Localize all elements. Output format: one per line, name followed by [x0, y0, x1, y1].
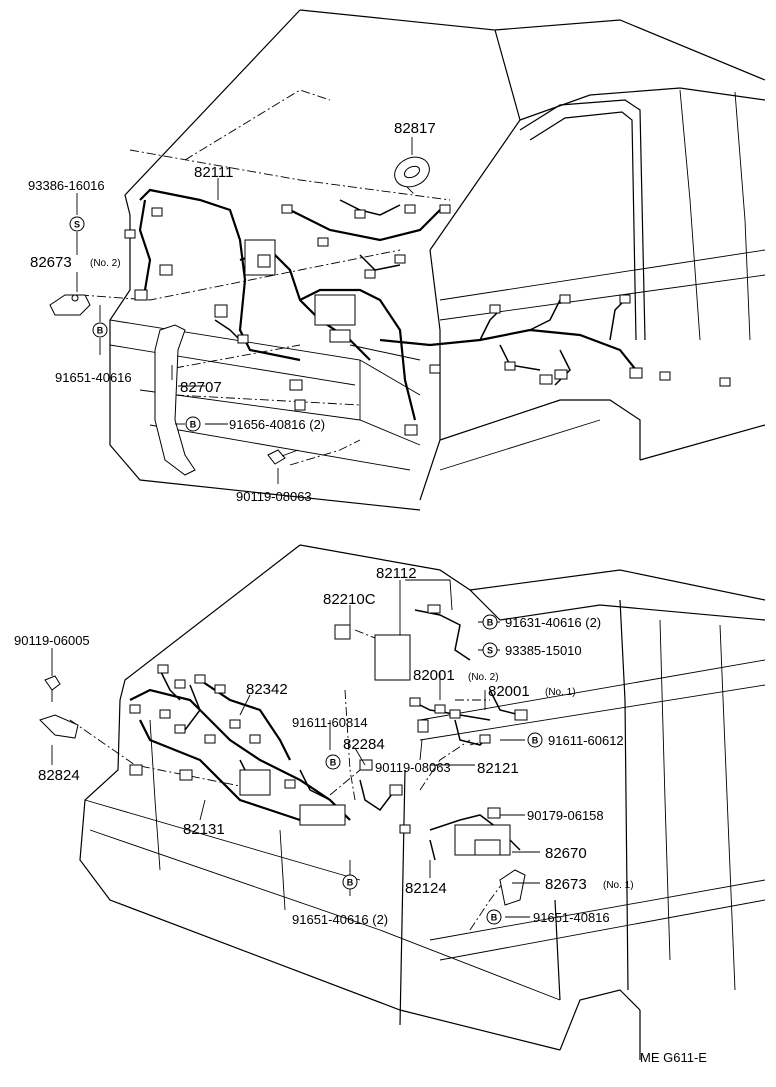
label-82342: 82342	[246, 681, 288, 698]
badge-b-bottom-3: B	[325, 754, 341, 770]
label-90119-08063-bottom: 90119-08063	[375, 760, 451, 775]
svg-text:S: S	[74, 220, 80, 230]
svg-text:B: B	[532, 736, 539, 746]
label-82001-no1-note: (No. 1)	[545, 687, 576, 698]
label-91611-60612: 91611-60612	[548, 733, 624, 748]
badge-b-bottom-5: B	[486, 909, 502, 925]
badge-s-top: S	[69, 216, 85, 232]
bottom-vehicle-outline	[69, 544, 766, 1060]
svg-text:B: B	[347, 878, 354, 888]
label-82001-no2-note: (No. 2)	[468, 672, 499, 683]
label-82210c: 82210C	[323, 591, 376, 608]
label-93386-16016: 93386-16016	[28, 178, 105, 193]
diagram-code: ME G611-E	[640, 1050, 707, 1065]
label-91651-40616-bottom: 91651-40616 (2)	[292, 912, 388, 927]
label-82673-no1-note: (No. 1)	[603, 880, 634, 891]
svg-text:B: B	[491, 913, 498, 923]
svg-text:B: B	[190, 420, 197, 430]
badge-b-bottom-1: B	[482, 614, 498, 630]
top-vehicle-outline	[79, 9, 766, 511]
top-wire-harness	[49, 156, 731, 476]
label-91611-60814: 91611-60814	[292, 715, 368, 730]
label-82284: 82284	[343, 736, 385, 753]
label-82112: 82112	[376, 565, 417, 582]
label-82673-no1: 82673	[545, 876, 587, 893]
label-91631-40616: 91631-40616 (2)	[505, 615, 601, 630]
bottom-leader-lines	[51, 579, 540, 918]
label-82817: 82817	[394, 120, 436, 137]
label-82707: 82707	[180, 379, 222, 396]
badge-b-bottom-4: B	[342, 874, 358, 890]
top-leader-lines	[76, 137, 413, 484]
label-90119-08063-top: 90119-08063	[236, 489, 312, 504]
svg-text:B: B	[487, 618, 494, 628]
label-82121: 82121	[477, 760, 519, 777]
label-82001-no1: 82001	[488, 683, 530, 700]
label-82001-no2: 82001	[413, 667, 455, 684]
label-82673-no2: 82673	[30, 254, 72, 271]
label-82824: 82824	[38, 767, 80, 784]
badge-s-bottom: S	[482, 642, 498, 658]
label-82124: 82124	[405, 880, 447, 897]
label-82111: 82111	[194, 164, 234, 181]
label-82670: 82670	[545, 845, 587, 862]
label-91651-40816: 91651-40816	[533, 910, 610, 925]
badge-b-top-2: B	[185, 416, 201, 432]
svg-text:B: B	[97, 326, 104, 336]
label-91651-40616: 91651-40616	[55, 370, 132, 385]
label-82131: 82131	[183, 821, 225, 838]
bottom-wire-harness	[39, 604, 528, 906]
badge-b-bottom-2: B	[527, 732, 543, 748]
label-90119-06005: 90119-06005	[14, 633, 90, 648]
svg-text:B: B	[330, 758, 337, 768]
label-82673-no2-note: (No. 2)	[90, 258, 121, 269]
label-90179-06158: 90179-06158	[527, 808, 604, 823]
badge-b-top-1: B	[92, 322, 108, 338]
label-93385-15010: 93385-15010	[505, 643, 582, 658]
svg-text:S: S	[487, 646, 493, 656]
label-91656-40816: 91656-40816 (2)	[229, 417, 325, 432]
